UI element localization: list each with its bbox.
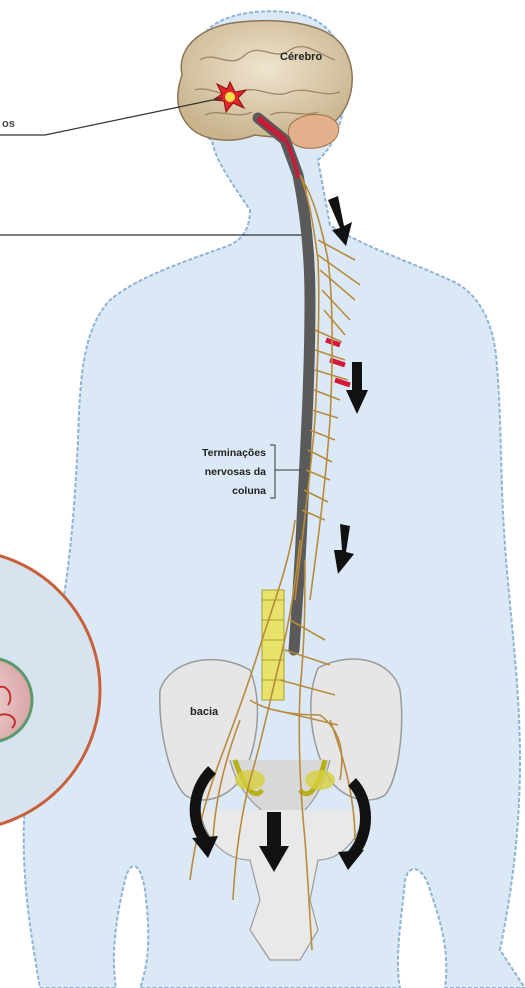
cerebellum <box>288 114 338 148</box>
svg-text:nervosas da: nervosas da <box>205 466 266 478</box>
svg-text:Terminações: Terminações <box>202 447 266 459</box>
brain-label: Cérebro <box>280 51 322 63</box>
pelvis-label: bacia <box>190 706 219 718</box>
cropped-left-label: os <box>2 118 15 130</box>
svg-text:coluna: coluna <box>232 485 266 497</box>
